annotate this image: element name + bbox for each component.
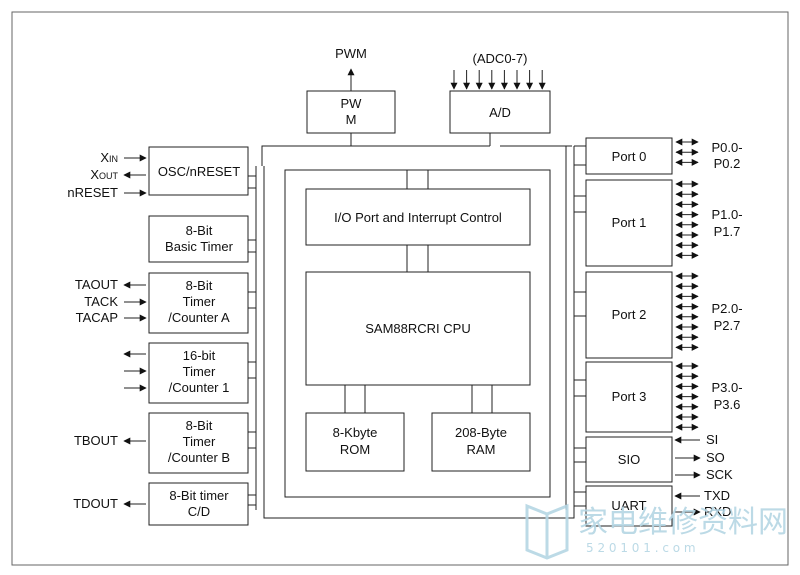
- p1-label-2: P1.7: [714, 224, 741, 239]
- timer-a-block: 8-Bit Timer /Counter A: [148, 272, 249, 334]
- pwm-block: PW M: [306, 90, 396, 134]
- p2-label-2: P2.7: [714, 318, 741, 333]
- watermark-url: 5 2 0 1 0 1 . c o m: [586, 541, 696, 555]
- timer-a-label-2: Timer: [183, 294, 216, 309]
- port1-label: Port 1: [612, 215, 647, 230]
- nreset-label: nRESET: [67, 185, 118, 200]
- sio-label: SIO: [618, 452, 640, 467]
- rxd-label: RXD: [704, 504, 731, 519]
- cpu-block: SAM88RCRI CPU: [305, 271, 531, 386]
- io-control-block: I/O Port and Interrupt Control: [305, 188, 531, 246]
- ram-label-1: 208-Byte: [455, 425, 507, 440]
- so-label: SO: [706, 450, 725, 465]
- pwm-output-label: PWM: [335, 46, 367, 61]
- tack-label: TACK: [84, 294, 118, 309]
- xin-label: XIN: [100, 150, 118, 165]
- txd-label: TXD: [704, 488, 730, 503]
- timer-cd-label-2: C/D: [188, 504, 210, 519]
- ad-block: A/D: [449, 90, 551, 134]
- xout-label: XOUT: [90, 167, 118, 182]
- bus-lines: [248, 133, 586, 519]
- pwm-block-label-2: M: [346, 112, 357, 127]
- p1-label-1: P1.0-: [711, 207, 742, 222]
- si-label: SI: [706, 432, 718, 447]
- ad-block-label: A/D: [489, 105, 511, 120]
- port1-block: Port 1: [585, 179, 673, 267]
- basic-timer-block: 8-Bit Basic Timer: [148, 215, 249, 263]
- timer-cd-block: 8-Bit timer C/D: [148, 482, 249, 526]
- basic-timer-label-1: 8-Bit: [186, 223, 213, 238]
- pwm-block-label-1: PW: [341, 96, 363, 111]
- rom-label-1: 8-Kbyte: [333, 425, 378, 440]
- adc-input-label: (ADC0-7): [473, 51, 528, 66]
- p3-label-2: P3.6: [714, 397, 741, 412]
- port3-block: Port 3: [585, 361, 673, 433]
- timer-b-label-1: 8-Bit: [186, 418, 213, 433]
- outer-frame: [11, 11, 789, 566]
- p2-label-1: P2.0-: [711, 301, 742, 316]
- uart-block: UART: [585, 485, 673, 527]
- tacap-label: TACAP: [76, 310, 118, 325]
- p0-label-2: P0.2: [714, 156, 741, 171]
- port0-label: Port 0: [612, 149, 647, 164]
- timer-b-label-2: Timer: [183, 434, 216, 449]
- port0-block: Port 0: [585, 137, 673, 175]
- timer-b-label-3: /Counter B: [168, 450, 230, 465]
- timer-b-block: 8-Bit Timer /Counter B: [148, 412, 249, 474]
- p0-label-1: P0.0-: [711, 140, 742, 155]
- timer-1-label-3: /Counter 1: [169, 380, 230, 395]
- timer-a-label-1: 8-Bit: [186, 278, 213, 293]
- uart-label: UART: [611, 498, 646, 513]
- osc-block: OSC/nRESET: [148, 146, 249, 196]
- cpu-label: SAM88RCRI CPU: [365, 321, 470, 336]
- ram-label-2: RAM: [467, 442, 496, 457]
- timer-1-block: 16-bit Timer /Counter 1: [148, 342, 249, 404]
- port2-label: Port 2: [612, 307, 647, 322]
- timer-1-label-1: 16-bit: [183, 348, 216, 363]
- taout-label: TAOUT: [75, 277, 118, 292]
- timer-cd-label-1: 8-Bit timer: [169, 488, 229, 503]
- ram-block: 208-Byte RAM: [431, 412, 531, 472]
- sck-label: SCK: [706, 467, 733, 482]
- rom-block: 8-Kbyte ROM: [305, 412, 405, 472]
- watermark: 家电维修资料网 5 2 0 1 0 1 . c o m: [525, 503, 788, 560]
- timer-a-label-3: /Counter A: [168, 310, 230, 325]
- book-logo-icon: [525, 503, 569, 560]
- p3-label-1: P3.0-: [711, 380, 742, 395]
- signal-arrows: [123, 68, 701, 516]
- basic-timer-label-2: Basic Timer: [165, 239, 234, 254]
- io-control-label: I/O Port and Interrupt Control: [334, 210, 502, 225]
- cpu-core-frame: [284, 169, 551, 498]
- rom-label-2: ROM: [340, 442, 370, 457]
- tbout-label: TBOUT: [74, 433, 118, 448]
- watermark-text: 家电维修资料网: [578, 505, 788, 540]
- sio-block: SIO: [585, 436, 673, 483]
- tdout-label: TDOUT: [73, 496, 118, 511]
- port2-block: Port 2: [585, 271, 673, 359]
- timer-1-label-2: Timer: [183, 364, 216, 379]
- osc-block-label: OSC/nRESET: [158, 164, 240, 179]
- port3-label: Port 3: [612, 389, 647, 404]
